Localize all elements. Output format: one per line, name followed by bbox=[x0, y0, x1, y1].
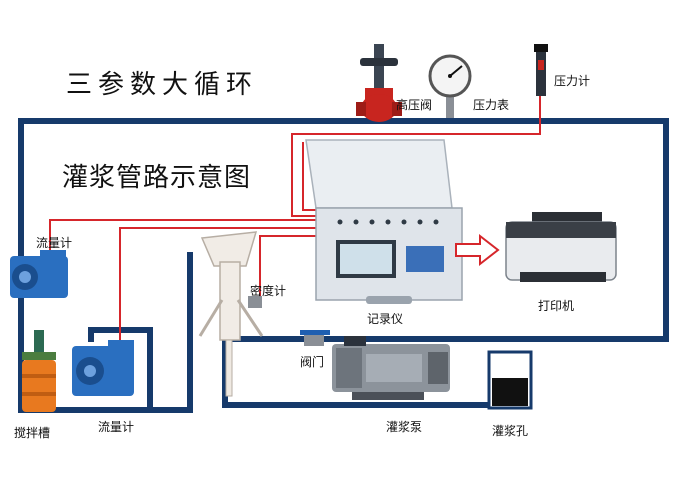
flow-meter-bottom bbox=[72, 340, 134, 396]
main-loop-pipe bbox=[18, 118, 669, 342]
arrow-to-printer bbox=[455, 233, 500, 267]
grout-pump bbox=[332, 336, 450, 400]
label-pressure-gauge: 压力表 bbox=[473, 98, 510, 112]
grout-hole bbox=[487, 350, 533, 410]
recorder-device bbox=[305, 139, 463, 304]
label-grout-pump: 灌浆泵 bbox=[386, 420, 423, 434]
label-recorder: 记录仪 bbox=[367, 312, 404, 326]
small-valve bbox=[300, 330, 330, 346]
label-density-meter: 密度计 bbox=[250, 284, 287, 298]
printer-device bbox=[505, 212, 617, 282]
label-printer: 打印机 bbox=[538, 299, 575, 313]
flow-meter-top bbox=[10, 250, 68, 298]
diagram-title: 三参数大循环 bbox=[66, 70, 259, 100]
bottom-pipe bbox=[56, 252, 193, 413]
mixing-tank bbox=[22, 330, 56, 412]
signal-lines bbox=[49, 96, 541, 352]
label-mixing-tank: 搅拌槽 bbox=[14, 426, 51, 440]
diagram-subtitle: 灌浆管路示意图 bbox=[62, 163, 252, 193]
density-meter bbox=[198, 231, 264, 397]
label-grout-hole: 灌浆孔 bbox=[492, 424, 529, 438]
label-flow-meter-top: 流量计 bbox=[36, 236, 73, 250]
signal-line-flow-bottom bbox=[119, 227, 326, 352]
signal-line-flow-top bbox=[49, 219, 320, 265]
high-pressure-valve bbox=[356, 44, 402, 122]
pressure-gauge bbox=[428, 54, 472, 118]
pressure-meter-sensor bbox=[534, 44, 548, 96]
signal-line-density bbox=[259, 235, 328, 300]
label-pressure-meter: 压力计 bbox=[554, 74, 591, 88]
label-flow-meter-bottom: 流量计 bbox=[98, 420, 135, 434]
label-high-pressure-valve: 高压阀 bbox=[396, 98, 433, 112]
label-valve: 阀门 bbox=[300, 355, 325, 369]
signal-line-pressure-meter bbox=[291, 96, 541, 217]
